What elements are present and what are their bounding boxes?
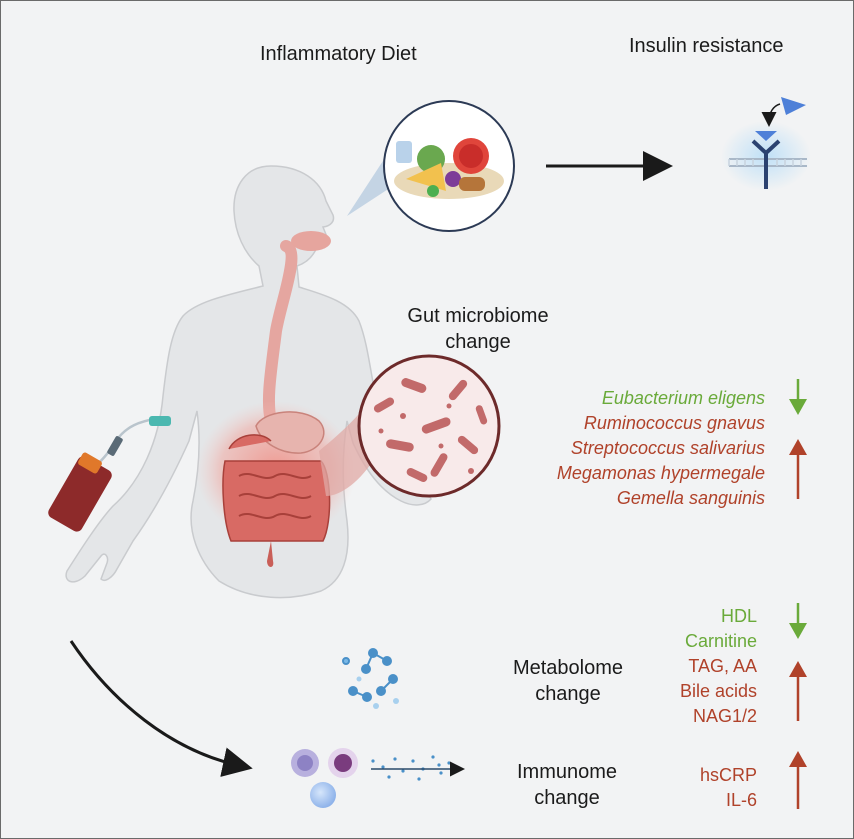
metabolite-item: HDL xyxy=(720,606,757,626)
trend-arrows xyxy=(789,379,807,809)
species-item: Gemella sanguinis xyxy=(616,488,765,508)
bacteria-magnifier-icon xyxy=(357,354,501,498)
metabolite-molecules-icon xyxy=(342,648,399,709)
mouth-shape xyxy=(291,231,331,251)
esophagus-shape xyxy=(262,240,298,427)
food-plate-icon xyxy=(383,100,515,232)
gut-title: Gut microbiome change xyxy=(393,303,563,355)
species-item: Streptococcus salivarius xyxy=(570,438,765,458)
metabolite-item: Bile acids xyxy=(679,681,757,701)
immunome-title-line2: change xyxy=(534,787,600,809)
metabolite-item: TAG, AA xyxy=(688,656,757,676)
metabolome-title-line1: Metabolome xyxy=(512,657,624,679)
immune-cells-icon xyxy=(291,748,465,808)
species-item: Ruminococcus gnavus xyxy=(583,413,765,433)
insulin-title: Insulin resistance xyxy=(629,35,784,57)
arrow-blood-to-immunome xyxy=(69,640,253,777)
diet-title: Inflammatory Diet xyxy=(260,43,417,65)
immunome-title: Immunome change xyxy=(497,759,637,811)
immune-marker-item: IL-6 xyxy=(725,790,757,810)
immune-marker-item: hsCRP xyxy=(699,765,757,785)
metabolite-down-arrow xyxy=(789,603,807,639)
immune-up-arrow xyxy=(789,751,807,809)
insulin-receptor-icon xyxy=(721,97,811,191)
gut-title-line2: change xyxy=(445,331,511,353)
metabolite-up-arrow xyxy=(789,661,807,721)
species-up-arrow xyxy=(789,439,807,499)
metabolome-title-line2: change xyxy=(535,683,601,705)
blood-tube-icon xyxy=(48,416,171,532)
species-item: Megamonas hypermegale xyxy=(556,463,765,483)
metabolite-item: NAG1/2 xyxy=(692,706,757,726)
species-down-arrow xyxy=(789,379,807,415)
species-item: Eubacterium eligens xyxy=(601,388,765,408)
immunome-title-line1: Immunome xyxy=(516,761,618,783)
gut-title-line1: Gut microbiome xyxy=(407,305,549,327)
metabolome-title: Metabolome change xyxy=(493,655,643,707)
metabolite-item: Carnitine xyxy=(684,631,757,651)
intestine-icon xyxy=(222,411,331,567)
